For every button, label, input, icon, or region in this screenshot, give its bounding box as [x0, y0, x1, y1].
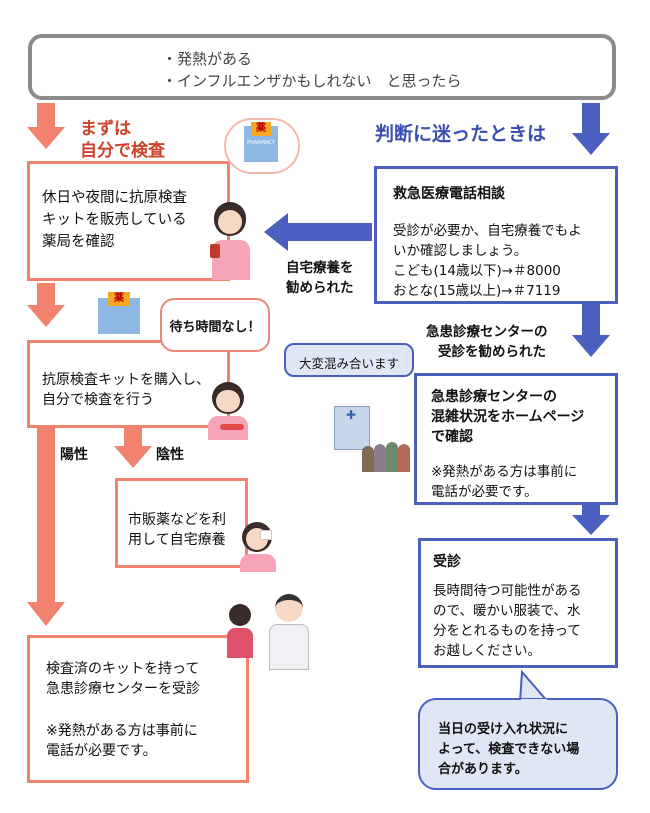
home-care-line2: 用して自宅療養	[128, 532, 226, 548]
emergency-consult-box: 救急医療電話相談 受診が必要か、自宅療養でもよ いか確認しましょう。 こども(1…	[374, 166, 618, 304]
visit-line3: 分をとれるものを持って	[433, 623, 581, 639]
check-crowd-title3: で確認	[431, 429, 473, 445]
tail-joint	[521, 699, 547, 703]
right-heading: 判断に迷ったときは	[375, 123, 547, 145]
home-care-recommended-line1: 自宅療養を	[286, 260, 354, 276]
woman-testing-icon	[204, 380, 254, 440]
emergency-consult-adult: おとな(15歳以上)→＃7119	[393, 283, 561, 299]
doctor-patient-icon	[225, 592, 315, 672]
emergency-consult-title: 救急医療電話相談	[393, 186, 505, 202]
notice-bubble: 当日の受け入れ状況に よって、検査できない場 合があります。	[418, 698, 618, 790]
emergency-consult-child: こども(14歳以下)→＃8000	[393, 263, 561, 279]
check-crowd-box: 急患診療センターの 混雑状況をホームページ で確認 ※発熱がある方は事前に 電話…	[414, 373, 618, 505]
visit-with-kit-line2: 急患診療センターを受診	[46, 681, 200, 697]
pharmacy-small-icon: 薬	[98, 292, 140, 334]
visit-with-kit-line1: 検査済のキットを持って	[46, 661, 200, 677]
no-wait-text: 待ち時間なし！	[169, 320, 261, 335]
visit-line1: 長時間待つ可能性がある	[433, 583, 582, 599]
arrow-home-care	[264, 213, 372, 251]
pharmacy-sign-text: PHARMACY	[247, 140, 275, 146]
arrow-negative	[114, 428, 152, 468]
notice-line3: 合があります。	[438, 762, 528, 777]
check-crowd-note1: ※発熱がある方は事前に	[431, 464, 578, 480]
home-care-line1: 市販薬などを利	[128, 512, 226, 528]
check-crowd-title1: 急患診療センターの	[431, 389, 557, 405]
positive-label: 陽性	[60, 447, 88, 463]
pharmacy-check-line3: 薬局を確認	[42, 234, 115, 250]
visit-line4: お越しください。	[433, 643, 541, 659]
crowded-text: 大変混み合います	[298, 356, 399, 371]
left-heading-line1: まずは	[80, 119, 131, 139]
hospital-queue-icon: ✚	[334, 400, 414, 480]
arrow-crowd-to-visit	[572, 503, 610, 535]
visit-box: 受診 長時間待つ可能性がある ので、暖かい服装で、水 分をとれるものを持って お…	[418, 538, 618, 668]
condition-fever: ・発熱がある	[162, 50, 253, 68]
visit-title: 受診	[433, 554, 461, 570]
arrow-top-to-pharmacy	[27, 103, 65, 149]
emergency-consult-line2: いか確認しましょう。	[393, 243, 528, 259]
pharmacy-building-icon: 薬 PHARMACY	[244, 122, 278, 162]
arrow-consult-to-crowd	[572, 303, 610, 357]
pharmacy-small-sign: 薬	[108, 292, 130, 306]
check-crowd-note2: 電話が必要です。	[431, 484, 538, 500]
notice-line2: よって、検査できない場	[438, 742, 580, 757]
visit-line2: ので、暖かい服装で、水	[433, 603, 581, 619]
emergency-consult-line1: 受診が必要か、自宅療養でもよ	[393, 223, 582, 239]
woman-phone-icon	[208, 200, 252, 280]
visit-with-kit-note1: ※発熱がある方は事前に	[46, 723, 198, 739]
home-care-recommended-line2: 勧められた	[286, 280, 354, 296]
notice-line1: 当日の受け入れ状況に	[438, 722, 569, 737]
self-test-line2: 自分で検査を行う	[42, 392, 154, 408]
crowded-bubble: 大変混み合います	[284, 343, 414, 377]
arrow-positive	[27, 428, 65, 626]
check-crowd-title2: 混雑状況をホームページ	[431, 409, 585, 425]
condition-influenza: ・インフルエンザかもしれない と思ったら	[162, 72, 462, 90]
condition-box: ・発熱がある ・インフルエンザかもしれない と思ったら	[28, 34, 616, 100]
sick-woman-icon	[236, 520, 280, 572]
pharmacy-check-box: 休日や夜間に抗原検査 キットを販売している 薬局を確認	[27, 161, 230, 281]
visit-recommended-line1: 急患診療センターの	[426, 324, 548, 340]
visit-with-kit-box: 検査済のキットを持って 急患診療センターを受診 ※発熱がある方は事前に 電話が必…	[27, 635, 249, 783]
visit-recommended-line2: 受診を勧められた	[438, 344, 546, 360]
visit-with-kit-note2: 電話が必要です。	[46, 743, 157, 759]
pharmacy-check-line1: 休日や夜間に抗原検査	[42, 190, 187, 206]
pharmacy-thought-bubble: 薬 PHARMACY	[224, 118, 300, 174]
left-heading-line2: 自分で検査	[80, 141, 165, 161]
no-wait-bubble: 待ち時間なし！	[160, 298, 270, 352]
arrow-pharmacy-to-test	[27, 283, 65, 327]
pharmacy-sign-icon: 薬	[251, 122, 271, 136]
arrow-top-to-consult	[572, 103, 610, 155]
self-test-line1: 抗原検査キットを購入し、	[42, 372, 210, 388]
home-care-box: 市販薬などを利 用して自宅療養	[115, 478, 248, 568]
pharmacy-check-line2: キットを販売している	[42, 212, 187, 228]
negative-label: 陰性	[156, 447, 184, 463]
self-test-box: 抗原検査キットを購入し、 自分で検査を行う	[27, 340, 230, 428]
